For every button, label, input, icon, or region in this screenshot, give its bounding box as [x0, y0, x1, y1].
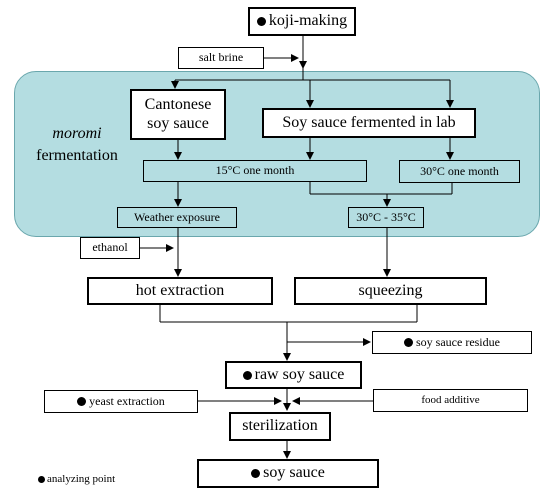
lab-fermented-soy-sauce-node: Soy sauce fermented in lab — [262, 108, 476, 138]
fifteen-degree-one-month-node: 15°C one month — [143, 160, 367, 182]
legend-dot-icon — [38, 475, 45, 483]
thirty-degree-one-month-node: 30°C one month — [399, 160, 520, 183]
raw-soy-sauce-node: raw soy sauce — [225, 361, 362, 389]
analyzing-point-marker — [242, 370, 252, 380]
moromi-fermentation-label: moromi fermentation — [36, 125, 118, 164]
cantonese-soy-sauce-node: Cantonese soy sauce — [130, 89, 226, 140]
koji-making-node: koji-making — [248, 7, 356, 36]
yeast-extraction-node: yeast extraction — [44, 390, 198, 413]
hot-extraction-node: hot extraction — [87, 277, 273, 305]
analyzing-point-marker — [256, 17, 266, 26]
sterilization-node: sterilization — [229, 412, 331, 441]
thirty-to-thirty-five-degree-node: 30°C - 35°C — [348, 207, 424, 228]
squeezing-node: squeezing — [294, 277, 487, 305]
food-additive-node: food additive — [373, 389, 528, 412]
analyzing-point-marker — [251, 469, 261, 478]
salt-brine-node: salt brine — [178, 47, 264, 69]
soy-sauce-residue-node: soy sauce residue — [372, 331, 532, 354]
ethanol-node: ethanol — [80, 237, 140, 259]
analyzing-point-marker — [404, 338, 413, 347]
legend-analyzing-point: analyzing point — [38, 473, 115, 485]
final-soy-sauce-node: soy sauce — [197, 459, 379, 488]
analyzing-point-marker — [77, 397, 87, 406]
weather-exposure-node: Weather exposure — [117, 207, 237, 228]
